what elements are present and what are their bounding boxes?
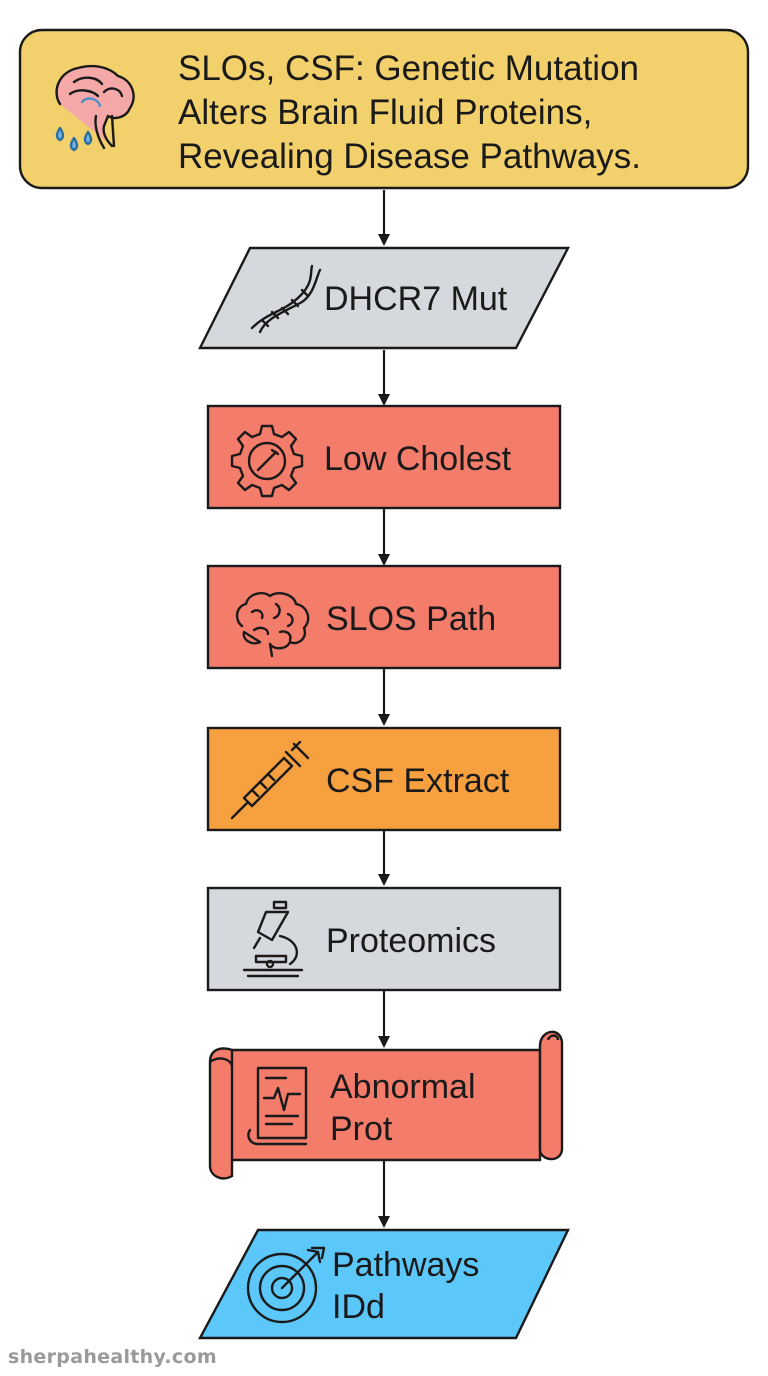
target-icon	[246, 1246, 326, 1324]
svg-text:Abnormal Prot: Abnormal Prot	[330, 1068, 485, 1148]
svg-text:Pathways IDd: Pathways IDd	[332, 1246, 489, 1326]
node-label: Pathways	[332, 1246, 479, 1284]
gear-icon	[230, 424, 304, 498]
node-pathways-idd: Pathways IDd	[197, 1228, 570, 1340]
brain-csf-icon	[55, 64, 135, 152]
title-line: Revealing Disease Pathways.	[178, 137, 641, 176]
report-icon	[247, 1066, 308, 1146]
node-csf-extract: CSF Extract	[206, 726, 562, 832]
title-node: SLOs, CSF: Genetic Mutation Alters Brain…	[18, 28, 750, 190]
node-dhcr7-mut: DHCR7 Mut	[198, 246, 570, 350]
title-line: SLOs, CSF: Genetic Mutation	[178, 49, 639, 88]
node-label: Prot	[330, 1110, 393, 1148]
node-label: IDd	[332, 1288, 385, 1326]
node-abnormal-prot: Abnormal Prot	[208, 1030, 564, 1180]
node-proteomics: Proteomics	[206, 886, 562, 992]
node-label: SLOS Path	[326, 600, 496, 638]
node-label: Proteomics	[326, 922, 496, 960]
dna-icon	[250, 264, 322, 334]
node-low-cholest: Low Cholest	[206, 404, 562, 510]
node-label: CSF Extract	[326, 762, 510, 800]
node-label: Low Cholest	[324, 440, 512, 478]
site-watermark: sherpahealthy.com	[8, 1346, 217, 1368]
syringe-icon	[230, 740, 310, 820]
node-label: DHCR7 Mut	[324, 280, 508, 318]
title-line: Alters Brain Fluid Proteins,	[178, 93, 592, 132]
brain-icon	[235, 592, 310, 658]
microscope-icon	[242, 900, 304, 978]
node-label: Abnormal	[330, 1068, 476, 1106]
node-slos-path: SLOS Path	[206, 564, 562, 670]
svg-text:SLOs, CSF: Genetic Mutation: SLOs, CSF: Genetic Mutation Alters Brain…	[178, 49, 649, 176]
